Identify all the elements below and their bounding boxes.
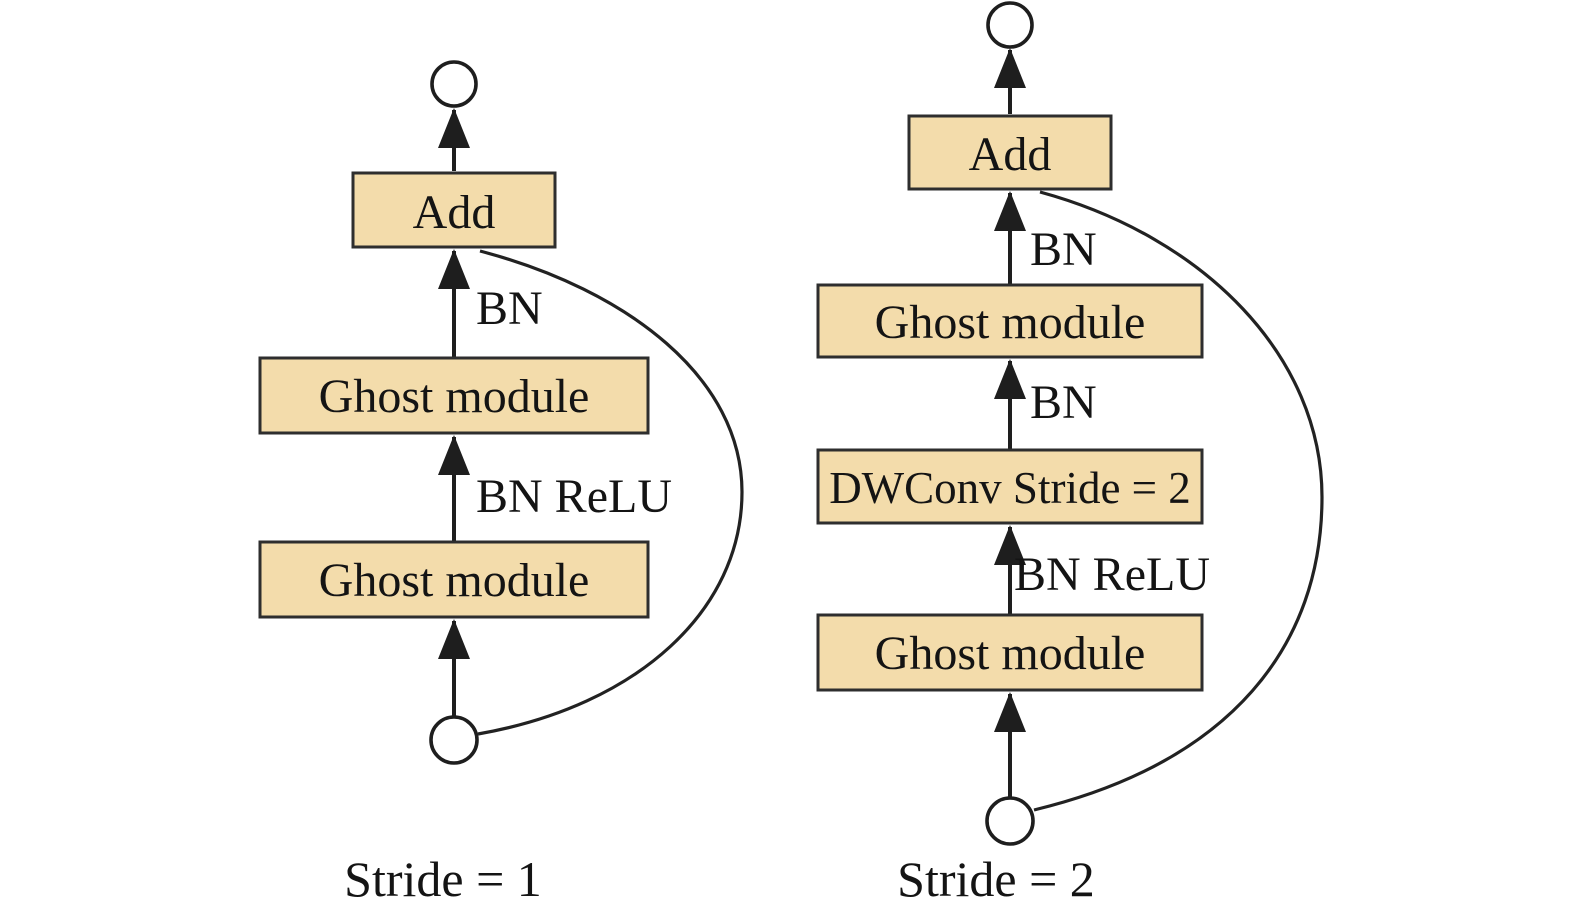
stride2-add-label: Add	[969, 128, 1052, 181]
stride2-dwconv-box	[816, 448, 1204, 525]
stride1-input-node-icon	[429, 715, 479, 765]
stride1-ghost-top-label: Ghost module	[319, 370, 590, 423]
stride2-block: Add BN Ghost module BN DWConv Stride = 2…	[816, 1, 1324, 907]
stride2-ghost-top-label: Ghost module	[875, 296, 1146, 349]
stride1-ghost-top-box	[258, 356, 650, 435]
stride1-ghost-bottom-box	[258, 540, 650, 619]
stride1-ghost-bottom-label: Ghost module	[319, 554, 590, 607]
stride1-bnrelu-label: BN ReLU	[476, 470, 672, 523]
stride2-bnrelu-label: BN ReLU	[1014, 548, 1210, 601]
stride2-ghost-bottom-box	[816, 613, 1204, 692]
stride2-ghost-bottom-label: Ghost module	[875, 627, 1146, 680]
stride2-ghost-top-box	[816, 283, 1204, 359]
stride1-block: Add BN Ghost module BN ReLU Ghost module…	[258, 60, 744, 907]
stride2-caption: Stride = 2	[897, 851, 1095, 907]
stride1-bn-label: BN	[476, 282, 543, 335]
stride2-bn-mid-label: BN	[1030, 376, 1097, 429]
stride2-output-node-icon	[986, 1, 1034, 49]
stride2-skip-connection	[1033, 190, 1324, 812]
stride1-add-box	[351, 171, 557, 249]
stride2-bn-top-label: BN	[1030, 223, 1097, 276]
stride1-add-label: Add	[413, 186, 496, 239]
stride1-output-node-icon	[430, 60, 478, 108]
stride2-input-node-icon	[985, 796, 1035, 846]
stride2-add-box	[907, 114, 1113, 191]
stride1-skip-connection	[477, 249, 744, 736]
stride2-dwconv-label: DWConv Stride = 2	[829, 463, 1191, 513]
stride1-caption: Stride = 1	[344, 851, 542, 907]
